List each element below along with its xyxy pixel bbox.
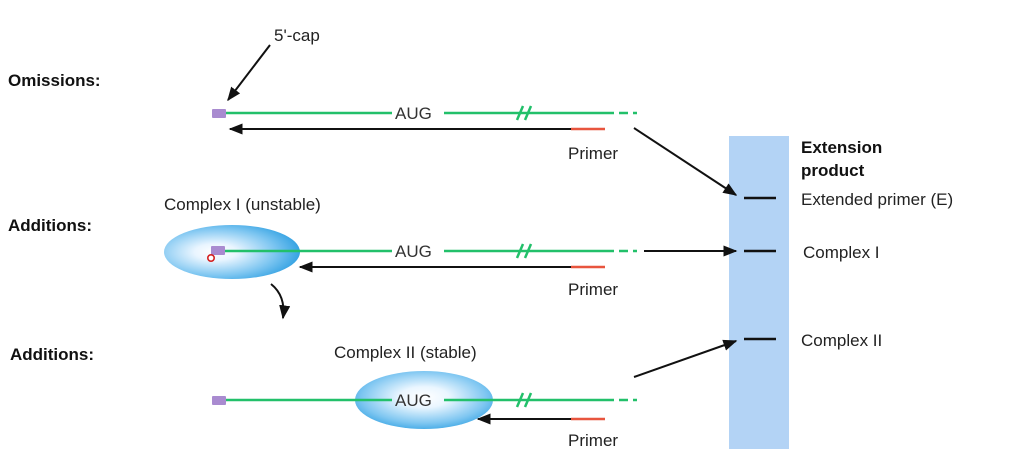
ribosome-marker-icon (207, 254, 216, 263)
cap-label: 5'-cap (274, 26, 320, 45)
complex-1-title: Complex I (unstable) (164, 195, 321, 214)
primer-label-row-2: Primer (568, 280, 618, 299)
cap-pointer-arrow (227, 44, 271, 102)
omissions-label: Omissions: (8, 71, 101, 90)
cap-marker-row-3 (212, 396, 226, 405)
gel-heading-line-1: Extension (801, 138, 882, 157)
transition-arrow (270, 283, 291, 320)
complex-2-ellipse (355, 371, 493, 429)
primer-label-row-3: Primer (568, 431, 618, 450)
band-label-extended: Extended primer (E) (801, 190, 953, 209)
mrna-row-1 (226, 105, 637, 121)
cap-marker-row-2 (211, 246, 225, 255)
gel-heading-line-2: product (801, 161, 865, 180)
additions-label-2: Additions: (10, 345, 94, 364)
mrna-row-2 (224, 243, 637, 259)
gel-lane (729, 136, 789, 449)
band-label-complex-2: Complex II (801, 331, 882, 350)
aug-label-row-1: AUG (395, 104, 432, 123)
complex-2-title: Complex II (stable) (334, 343, 477, 362)
cap-marker-row-1 (212, 109, 226, 118)
band-label-complex-1: Complex I (803, 243, 880, 262)
aug-label-row-3: AUG (395, 391, 432, 410)
aug-label-row-2: AUG (395, 242, 432, 261)
additions-label-1: Additions: (8, 216, 92, 235)
pointer-to-complex-2-band (633, 339, 738, 378)
primer-label-row-1: Primer (568, 144, 618, 163)
mrna-row-3 (226, 392, 637, 408)
pointer-to-extended-band (633, 127, 738, 196)
